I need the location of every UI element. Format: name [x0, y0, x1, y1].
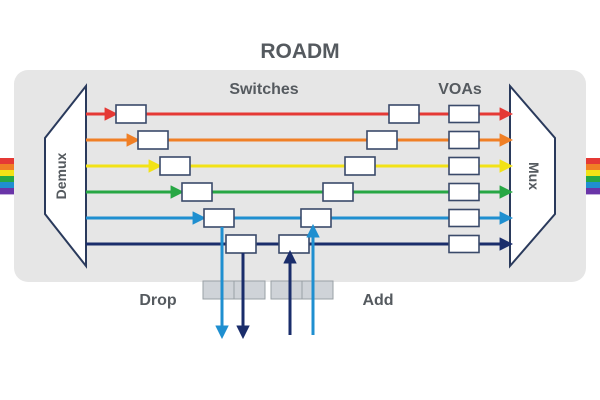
switch-module	[300, 208, 332, 228]
switch-module	[203, 208, 235, 228]
voa-module	[448, 104, 480, 124]
switch-module	[344, 156, 376, 176]
voa-module	[448, 130, 480, 150]
switch-module	[278, 234, 310, 254]
switch-module	[181, 182, 213, 202]
drop-add-section	[202, 223, 334, 340]
switch-module	[388, 104, 420, 124]
switch-module	[115, 104, 147, 124]
switch-module	[322, 182, 354, 202]
drop-label: Drop	[139, 292, 177, 309]
demux-label: Demux	[53, 152, 69, 199]
mux-block	[509, 83, 556, 269]
roadm-panel	[14, 70, 586, 282]
voa-module	[448, 182, 480, 202]
switch-module	[366, 130, 398, 150]
switch-and-voa-modules	[115, 104, 480, 254]
demux-block	[44, 83, 87, 269]
switch-module	[137, 130, 169, 150]
voa-module	[448, 208, 480, 228]
voa-module	[448, 156, 480, 176]
switches-label: Switches	[229, 81, 298, 98]
mux-label: Mux	[526, 162, 542, 190]
voas-label: VOAs	[438, 81, 482, 98]
switch-module	[225, 234, 257, 254]
diagram-title: ROADM	[260, 40, 339, 63]
switch-module	[159, 156, 191, 176]
voa-module	[448, 234, 480, 254]
add-label: Add	[362, 292, 393, 309]
